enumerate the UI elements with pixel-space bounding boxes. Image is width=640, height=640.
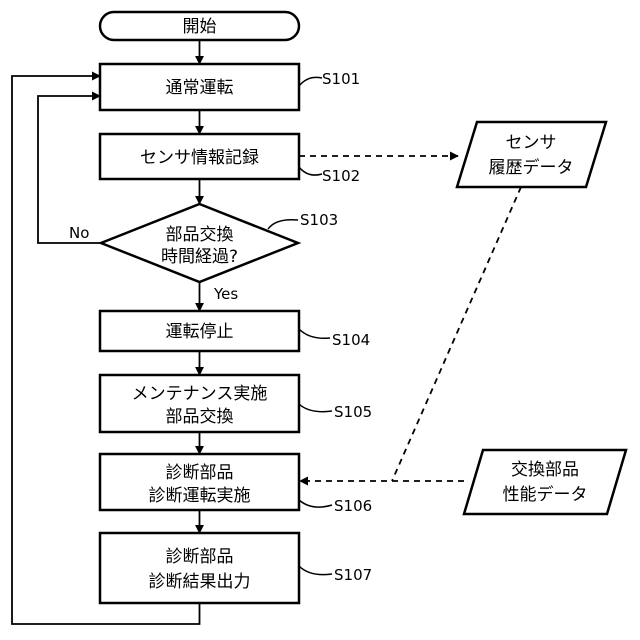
sensor-history-line2: 履歴データ xyxy=(489,157,574,178)
stop-operation-label: 運転停止 xyxy=(166,322,234,342)
part-performance-data: 交換部品 性能データ xyxy=(464,450,626,514)
yes-label: Yes xyxy=(213,285,238,303)
stop-operation-node: 運転停止 xyxy=(100,311,299,351)
leader-s102 xyxy=(299,167,322,175)
edge-sensor-history-to-s106 xyxy=(392,187,521,481)
diagnosis-output-line1: 診断部品 xyxy=(166,547,234,567)
step-s103: S103 xyxy=(300,211,338,229)
leader-s107 xyxy=(299,566,332,575)
decision-line2: 時間経過? xyxy=(161,247,238,267)
leader-s101 xyxy=(299,77,322,86)
step-s105: S105 xyxy=(334,403,372,421)
sensor-record-label: センサ情報記録 xyxy=(140,148,259,168)
diagnosis-output-line2: 診断結果出力 xyxy=(149,572,251,592)
step-s106: S106 xyxy=(334,497,372,515)
normal-operation-node: 通常運転 xyxy=(100,64,299,110)
sensor-history-line1: センサ xyxy=(506,133,557,153)
leader-s103 xyxy=(268,220,298,229)
sensor-history-data: センサ 履歴データ xyxy=(457,122,606,187)
maintenance-node: メンテナンス実施 部品交換 xyxy=(100,375,299,432)
diagnosis-run-line2: 診断運転実施 xyxy=(149,486,251,506)
sensor-record-node: センサ情報記録 xyxy=(100,134,299,179)
maintenance-line1: メンテナンス実施 xyxy=(132,384,268,404)
step-s101: S101 xyxy=(322,70,360,88)
start-label: 開始 xyxy=(183,17,217,37)
leader-s105 xyxy=(299,404,332,412)
diagnosis-run-node: 診断部品 診断運転実施 xyxy=(100,454,299,510)
part-performance-line2: 性能データ xyxy=(503,484,588,505)
diagnosis-run-line1: 診断部品 xyxy=(166,463,234,483)
no-label: No xyxy=(69,224,89,242)
leader-s104 xyxy=(299,329,330,338)
step-s107: S107 xyxy=(334,566,372,584)
step-s102: S102 xyxy=(322,167,360,185)
maintenance-line2: 部品交換 xyxy=(166,407,234,427)
edge-no-loop xyxy=(38,96,101,243)
part-performance-line1: 交換部品 xyxy=(511,460,579,480)
decision-node: 部品交換 時間経過? xyxy=(101,204,298,282)
start-node: 開始 xyxy=(100,12,299,40)
leader-s106 xyxy=(299,500,332,507)
decision-line1: 部品交換 xyxy=(166,225,234,245)
normal-operation-label: 通常運転 xyxy=(166,78,234,98)
diagnosis-output-node: 診断部品 診断結果出力 xyxy=(100,533,299,603)
step-s104: S104 xyxy=(332,331,370,349)
